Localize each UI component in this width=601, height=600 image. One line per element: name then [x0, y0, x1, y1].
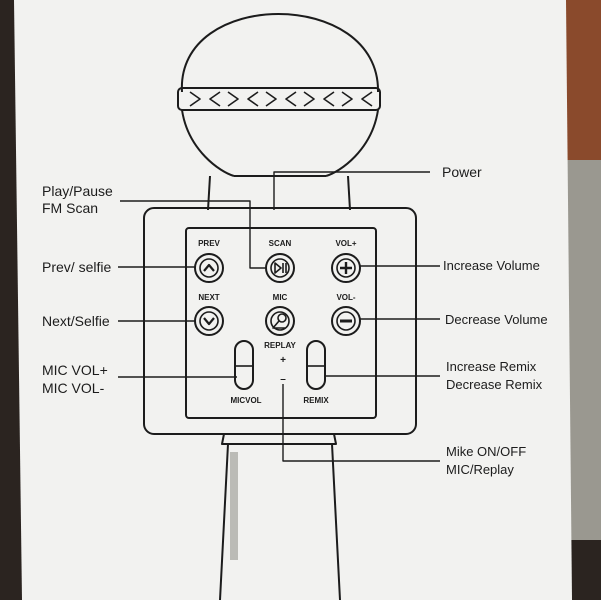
- prev-selfie-label: Prev/ selfie: [42, 259, 112, 275]
- mic-icon: [272, 313, 287, 329]
- vol-plus-label: VOL+: [335, 239, 356, 248]
- decrease-volume-label: Decrease Volume: [445, 312, 548, 327]
- mike-on-off-label: Mike ON/OFF: [446, 444, 527, 459]
- leader-lines: [118, 171, 440, 462]
- mic-head-top: [180, 13, 380, 93]
- control-panel: [185, 227, 377, 419]
- chevron-down-icon: [203, 317, 215, 326]
- mic-vol-minus-label: MIC VOL-: [42, 380, 105, 396]
- mic-vol-plus-label: MIC VOL+: [42, 362, 108, 378]
- next-label: NEXT: [198, 293, 219, 302]
- plus-icon: [340, 262, 352, 274]
- remix-plus-mark: +: [280, 355, 286, 366]
- mic-head-left: [181, 109, 235, 177]
- increase-remix-label: Increase Remix: [446, 359, 537, 374]
- paper-sheet: [14, 0, 572, 600]
- micvol-label: MICVOL: [230, 396, 261, 405]
- chevron-up-icon: [203, 263, 215, 272]
- remix-slider[interactable]: [306, 340, 326, 390]
- vol-minus-label: VOL-: [336, 293, 355, 302]
- prev-label: PREV: [198, 239, 220, 248]
- mic-replay-label: MIC/Replay: [446, 462, 514, 477]
- play-pause-label: Play/Pause: [42, 183, 113, 199]
- increase-volume-label: Increase Volume: [443, 258, 540, 273]
- micvol-slider[interactable]: [234, 340, 254, 390]
- remix-minus-mark: –: [280, 374, 286, 385]
- fm-scan-label: FM Scan: [42, 200, 99, 216]
- prev-button[interactable]: [194, 253, 224, 283]
- decrease-remix-label: Decrease Remix: [446, 377, 543, 392]
- vol-plus-button[interactable]: [331, 253, 361, 283]
- next-selfie-label: Next/Selfie: [42, 313, 110, 329]
- mic-label: MIC: [273, 293, 288, 302]
- replay-label: REPLAY: [264, 341, 296, 350]
- power-label: Power: [442, 164, 482, 180]
- mic-button[interactable]: [265, 306, 295, 336]
- handle: [219, 443, 341, 600]
- play-pause-icon: [274, 262, 287, 274]
- handle-collar: [221, 433, 337, 445]
- remix-label: REMIX: [303, 396, 329, 405]
- scan-label: SCAN: [269, 239, 292, 248]
- vol-minus-button[interactable]: [331, 306, 361, 336]
- mic-head-right: [325, 109, 379, 177]
- mic-neck: [207, 175, 351, 211]
- mic-head-band: [177, 87, 381, 111]
- band-pattern: [189, 91, 373, 107]
- background-grey-object: [565, 160, 601, 540]
